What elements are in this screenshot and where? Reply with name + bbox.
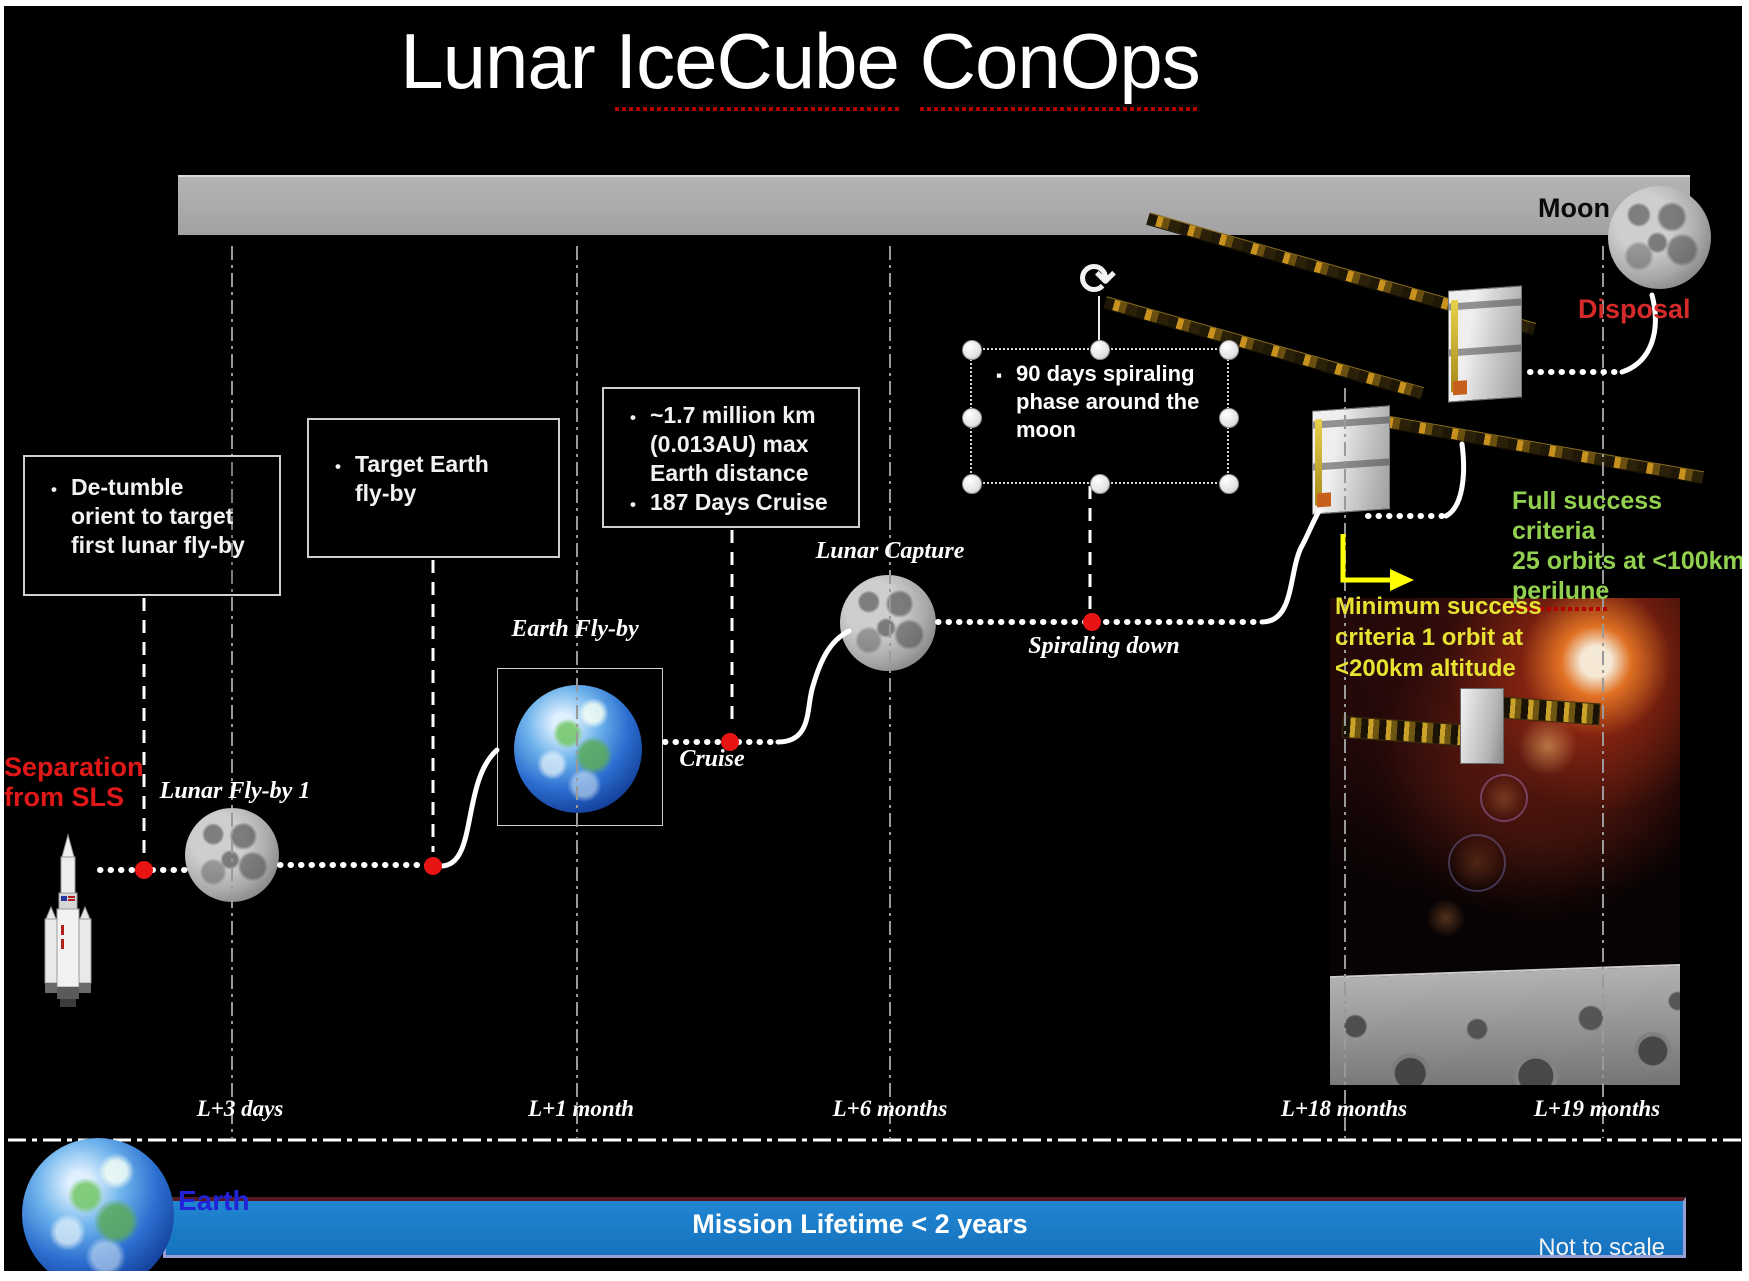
callout-cruise-info[interactable]: • ~1.7 million km (0.013AU) max Earth di… [602, 387, 860, 528]
callout-line: moon [1016, 417, 1076, 442]
cruise-label: Cruise [679, 746, 745, 772]
callout-detumble[interactable]: • De-tumble orient to target first lunar… [23, 455, 281, 596]
page-title: Lunar IceCube ConOps [320, 16, 1280, 111]
not-to-scale-text: Not to scale [1538, 1234, 1665, 1261]
callout-line: Earth distance [650, 460, 809, 486]
full-success-criteria-text: Full success criteria 25 orbits at <100k… [1512, 486, 1747, 611]
full-success-line-perilune: perilune [1512, 577, 1610, 611]
resize-handle-bottom-center[interactable] [1090, 474, 1110, 494]
callout-line: phase around the [1016, 389, 1200, 414]
earth-globe [514, 685, 642, 813]
callout-line: 187 Days Cruise [650, 489, 828, 515]
cubesat-spacecraft-1 [1312, 405, 1390, 515]
frame-edge-bottom [0, 1271, 1749, 1281]
title-word: Lunar [400, 17, 595, 105]
callout-line: fly-by [355, 480, 417, 506]
min-success-line: Minimum success [1335, 593, 1542, 620]
rotate-icon[interactable]: ⟳ [1079, 255, 1116, 304]
resize-handle-mid-right[interactable] [1219, 408, 1239, 428]
bullet-icon: • [51, 480, 57, 499]
bullet-icon: ▪ [995, 366, 1003, 385]
resize-handle-bottom-left[interactable] [962, 474, 982, 494]
full-success-line: Full success criteria [1512, 487, 1663, 545]
bullet-icon: • [630, 408, 636, 427]
bullet-icon: • [335, 457, 341, 476]
earth-image [22, 1138, 174, 1281]
timeline-track-bar [178, 175, 1690, 235]
resize-handle-mid-left[interactable] [962, 408, 982, 428]
rotate-handle-stem [1098, 296, 1100, 342]
lunar-capture-moon-image [840, 575, 936, 671]
selected-textbox-90-days-spiraling[interactable]: ⟳ ▪ 90 days spiraling phase around the m… [962, 255, 1239, 494]
title-word-icecube: IceCube [615, 17, 900, 111]
min-success-line: <200km altitude [1335, 655, 1516, 682]
lunar-flyby-moon-image [185, 808, 279, 902]
tick-l6-months: L+6 months [832, 1096, 948, 1121]
callout-line: ~1.7 million km [650, 402, 816, 428]
moon-image [1608, 186, 1711, 289]
lunar-surface [1330, 963, 1680, 1085]
minimum-success-criteria-text: Minimum success criteria 1 orbit at <200… [1335, 591, 1575, 684]
milestone-dot-spiraling-down [1083, 613, 1101, 631]
resize-handle-top-center[interactable] [1090, 340, 1110, 360]
disposal-label: Disposal [1578, 294, 1691, 324]
lunar-capture-label: Lunar Capture [815, 538, 965, 564]
cubesat-spacecraft-2 [1448, 285, 1522, 403]
moon-label: Moon [1538, 193, 1610, 223]
milestone-dot-target-earth [424, 857, 442, 875]
resize-handle-top-right[interactable] [1219, 340, 1239, 360]
callout-target-earth-flyby[interactable]: • Target Earth fly-by [307, 418, 560, 558]
callout-line: De-tumble [71, 474, 184, 500]
mission-lifetime-text: Mission Lifetime < 2 years [692, 1209, 1028, 1239]
tick-l3-days: L+3 days [196, 1096, 284, 1121]
yellow-pointer-arrow [1340, 534, 1414, 591]
resize-handle-bottom-right[interactable] [1219, 474, 1239, 494]
callout-line: (0.013AU) max [650, 431, 809, 457]
frame-edge-right [1742, 0, 1749, 1281]
callout-line: orient to target [71, 503, 234, 529]
callout-line: Target Earth [355, 451, 489, 477]
min-success-line: criteria 1 orbit at [1335, 624, 1524, 651]
full-success-line: 25 orbits at <100km [1512, 547, 1745, 575]
tick-l1-month: L+1 month [528, 1096, 634, 1121]
solar-array-truss [1376, 414, 1705, 485]
sls-rocket [44, 833, 92, 1007]
separation-from-sls-label: Separation from SLS [4, 752, 144, 812]
earth-flyby-label: Earth Fly-by [511, 616, 639, 642]
bullet-icon: • [630, 495, 636, 514]
callout-line: 90 days spiraling [1016, 361, 1195, 386]
lunar-flyby1-label: Lunar Fly-by 1 [159, 778, 311, 804]
resize-handle-top-left[interactable] [962, 340, 982, 360]
frame-edge-top [0, 0, 1749, 6]
tick-l19-months: L+19 months [1533, 1096, 1661, 1121]
title-word-conops: ConOps [919, 17, 1201, 111]
inset-spacecraft-left-wing [1341, 715, 1463, 747]
earth-flyby-image [497, 668, 663, 826]
lunar-orbit-inset-image [1330, 598, 1680, 1085]
milestone-dot-separation [135, 861, 153, 879]
inset-spacecraft-body [1460, 688, 1504, 764]
callout-line: first lunar fly-by [71, 532, 245, 558]
inset-spacecraft-right-wing [1501, 696, 1601, 726]
frame-edge-left [0, 0, 4, 1281]
mission-lifetime-bar [163, 1197, 1686, 1258]
spiraling-down-label: Spiraling down [1028, 633, 1180, 659]
tick-l18-months: L+18 months [1280, 1096, 1408, 1121]
earth-label: Earth [178, 1185, 250, 1216]
